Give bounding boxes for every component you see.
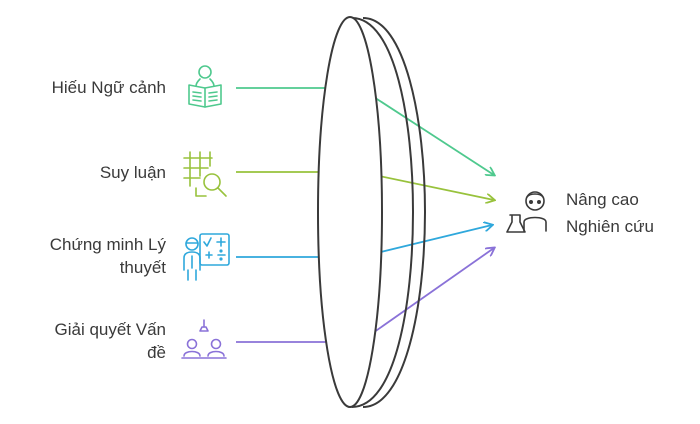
math-teacher-icon xyxy=(183,233,230,281)
input-label-reasoning: Suy luận xyxy=(100,163,166,182)
lens-shape xyxy=(317,16,427,408)
input-label-problem-line1: Giải quyết Vấn xyxy=(54,320,166,339)
puzzle-search-icon xyxy=(183,151,227,197)
input-label-problem-line2: đề xyxy=(147,343,166,362)
output-label-line2: Nghiên cứu xyxy=(566,217,654,236)
input-label-theory-line2: thuyết xyxy=(120,258,167,277)
reading-book-icon xyxy=(188,65,222,108)
input-label-context: Hiếu Ngữ cảnh xyxy=(52,78,166,97)
output-label-line1: Nâng cao xyxy=(566,190,639,209)
team-collaboration-icon xyxy=(181,319,227,359)
input-label-theory-line1: Chứng minh Lý xyxy=(50,235,167,254)
scientist-icon xyxy=(506,191,547,233)
